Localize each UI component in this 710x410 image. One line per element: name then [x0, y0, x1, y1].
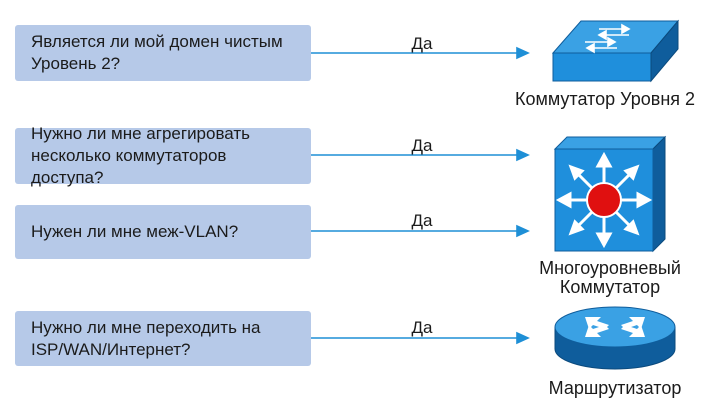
layer2-switch-icon: [551, 19, 680, 83]
device-label-router: Маршрутизатор: [548, 378, 682, 398]
answer-label-l2: Да: [411, 34, 433, 53]
arrow-head-intervlan: [516, 224, 530, 238]
arrow-head-aggregate: [516, 148, 530, 162]
question-box-wan: Нужно ли мне переходить на ISP/WAN/Интер…: [15, 311, 311, 366]
question-box-aggregate: Нужно ли мне агрегировать несколько комм…: [15, 124, 311, 187]
arrow-head-l2: [516, 46, 530, 60]
device-label-l2-switch: Коммутатор Уровня 2: [514, 89, 696, 109]
answer-label-aggregate: Да: [411, 136, 433, 155]
router-icon: [554, 306, 676, 370]
arrow-head-wan: [516, 331, 530, 345]
answer-label-wan: Да: [411, 318, 433, 337]
question-box-l2: Является ли мой домен чистым Уровень 2?: [15, 25, 311, 81]
question-text: Нужно ли мне переходить на ISP/WAN/Интер…: [31, 317, 261, 359]
question-text: Нужно ли мне агрегировать несколько комм…: [31, 124, 251, 187]
answer-label-intervlan: Да: [411, 211, 433, 230]
question-text: Является ли мой домен чистым Уровень 2?: [31, 32, 283, 73]
device-label-multilayer-switch: Многоуровневый Коммутатор: [539, 258, 681, 297]
question-text: Нужен ли мне меж-VLAN?: [31, 222, 239, 241]
multilayer-switch-icon: [553, 135, 667, 253]
question-box-intervlan: Нужен ли мне меж-VLAN?: [15, 205, 311, 259]
